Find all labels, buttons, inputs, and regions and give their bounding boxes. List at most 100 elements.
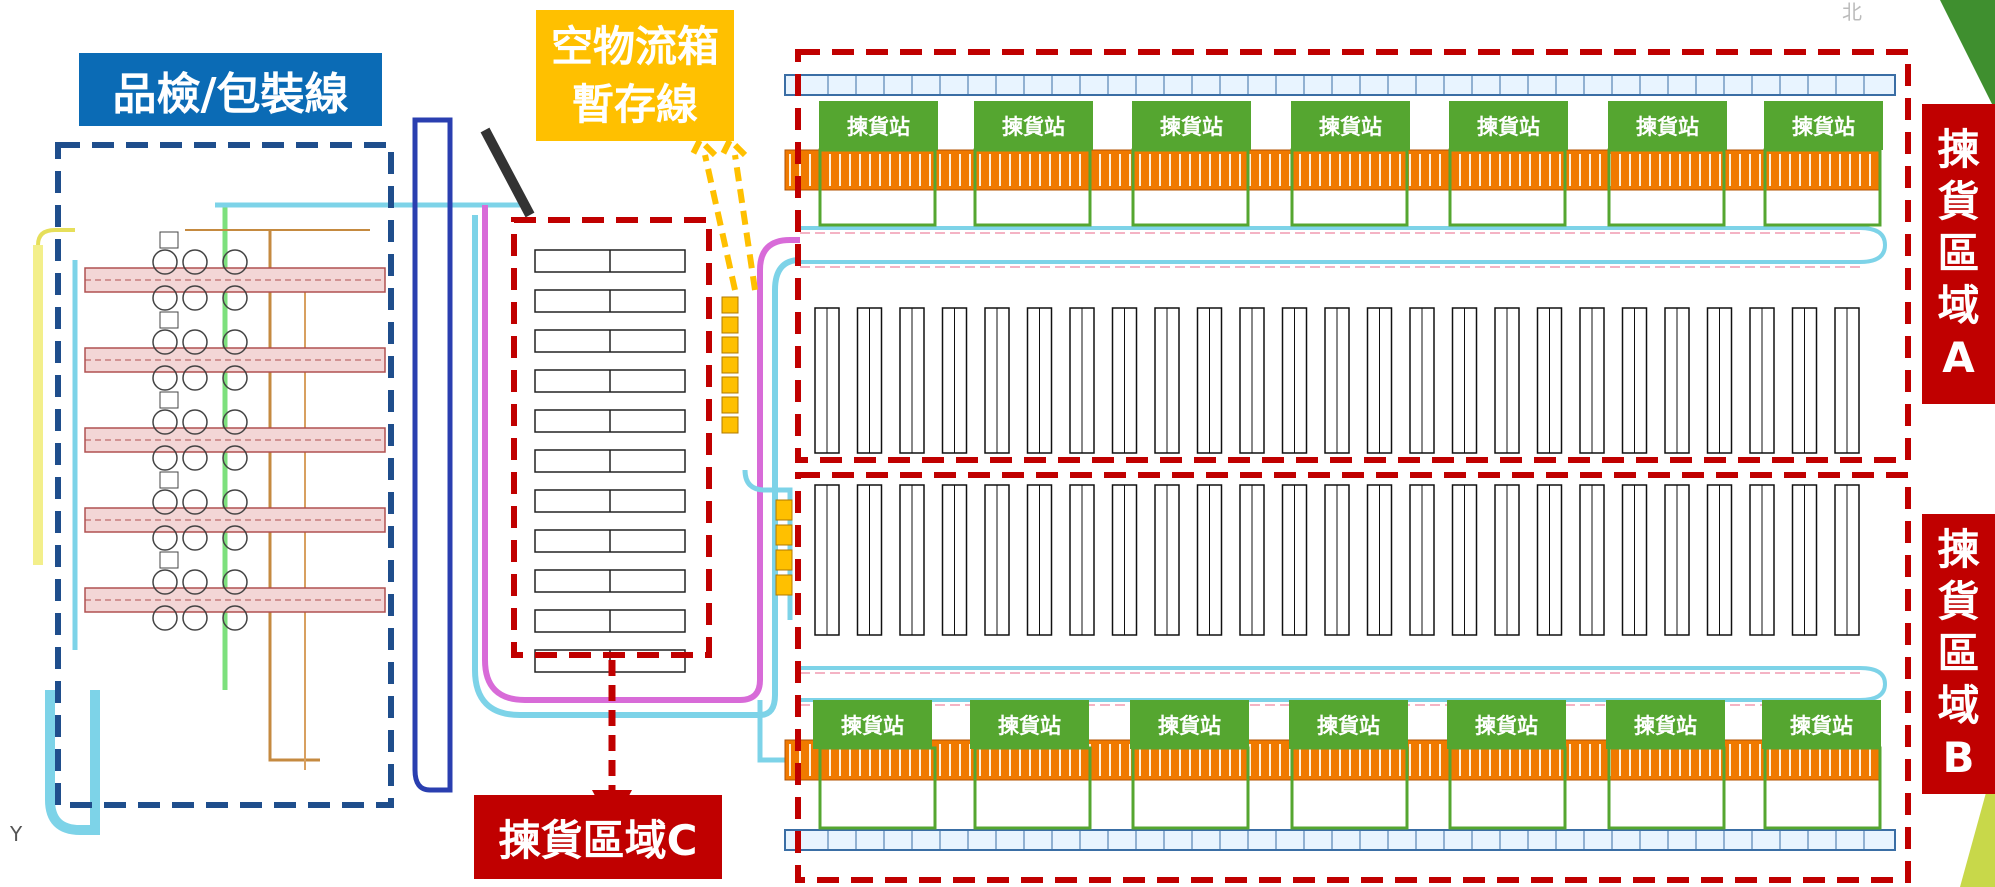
picking-station-label: 揀貨站 (819, 101, 938, 150)
buffer-label-line-1: 空物流箱 (550, 21, 719, 71)
zone-b-boundary (795, 472, 1911, 883)
buffer-label-line-2: 暫存線 (571, 79, 698, 129)
zone-a-char: 貨 (1937, 177, 1980, 226)
packing-workbench (159, 231, 179, 249)
packing-station-icon (152, 445, 178, 471)
buffer-slot (775, 549, 793, 571)
compass-north-label: 北 (1842, 0, 1862, 24)
axis-y-marker: Y (10, 822, 23, 846)
packing-station-icon (182, 569, 208, 595)
packing-station-icon (222, 445, 248, 471)
buffer-slot (721, 376, 739, 394)
picking-station-label: 揀貨站 (1764, 101, 1883, 150)
zone-a-char: 揀 (1937, 125, 1980, 174)
packing-station-icon (222, 365, 248, 391)
buffer-slot (721, 396, 739, 414)
picking-station-label: 揀貨站 (1130, 700, 1249, 749)
picking-station-outline (973, 148, 1092, 227)
buffer-slot (721, 316, 739, 334)
buffer-arrows (687, 134, 758, 291)
packing-station-icon (152, 569, 178, 595)
zone-a-boundary (795, 49, 1911, 463)
zone-c-label: 揀貨區域C (474, 795, 722, 879)
packing-station-icon (222, 605, 248, 631)
picking-station-label: 揀貨站 (974, 101, 1093, 150)
picking-station-label: 揀貨站 (1449, 101, 1568, 150)
picking-station-outline (1131, 148, 1250, 227)
zone-b-label: 揀 貨 區 域 B (1922, 514, 1995, 794)
zone-b-char: B (1942, 733, 1975, 782)
packing-station-icon (182, 525, 208, 551)
packing-station-icon (152, 249, 178, 275)
picking-station-outline (1607, 148, 1726, 227)
zone-a-char: A (1942, 333, 1975, 382)
packing-station-icon (222, 329, 248, 355)
packing-station-icon (152, 365, 178, 391)
packing-workbench (159, 471, 179, 489)
packing-station-icon (182, 365, 208, 391)
picking-station-label: 揀貨站 (813, 700, 932, 749)
packing-station-icon (152, 285, 178, 311)
zone-b-char: 域 (1937, 681, 1980, 730)
packing-station-icon (152, 605, 178, 631)
picking-station-outline (818, 148, 937, 227)
picking-station-label: 揀貨站 (1762, 700, 1881, 749)
buffer-slot (775, 524, 793, 546)
zone-c-boundary (511, 217, 712, 658)
packing-workstation-rows (84, 231, 386, 631)
packing-station-icon (152, 525, 178, 551)
buffer-slot (775, 574, 793, 596)
zone-b-char: 區 (1937, 629, 1980, 678)
picking-station-label: 揀貨站 (1291, 101, 1410, 150)
packing-station-icon (222, 249, 248, 275)
buffer-slot (721, 336, 739, 354)
packing-area-boundary (55, 142, 394, 808)
packing-workbench (159, 311, 179, 329)
picking-station-label: 揀貨站 (970, 700, 1089, 749)
aisle-loop (1859, 666, 1888, 702)
packing-line-label: 品檢/包裝線 (79, 53, 382, 126)
picking-station-label: 揀貨站 (1606, 700, 1725, 749)
packing-station-icon (182, 445, 208, 471)
empty-box-buffer-slots (721, 296, 793, 596)
aisle-loop (1859, 226, 1888, 264)
buffer-slot (721, 416, 739, 434)
zone-a-char: 域 (1937, 281, 1980, 330)
packing-workbench (159, 551, 179, 569)
picking-station-outline (1290, 148, 1409, 227)
decorative-corner-shape (1940, 0, 1995, 110)
packing-station-icon (222, 409, 248, 435)
picking-station-label: 揀貨站 (1289, 700, 1408, 749)
packing-station-icon (182, 605, 208, 631)
packing-station-icon (152, 489, 178, 515)
buffer-slot (721, 356, 739, 374)
orange-rack-band (784, 149, 1881, 191)
picking-station-label: 揀貨站 (1132, 101, 1251, 150)
packing-station-icon (222, 525, 248, 551)
zone-a-label: 揀 貨 區 域 A (1922, 104, 1995, 404)
picking-station-label: 揀貨站 (1447, 700, 1566, 749)
packing-station-icon (182, 285, 208, 311)
packing-workbench (159, 391, 179, 409)
packing-station-icon (222, 569, 248, 595)
packing-station-icon (182, 489, 208, 515)
vertical-belt-conveyor (412, 117, 535, 793)
packing-station-icon (152, 329, 178, 355)
bottom-conveyor-track (784, 829, 1896, 851)
buffer-slot (721, 296, 739, 314)
buffer-slot (775, 499, 793, 521)
picking-station-label: 揀貨站 (1608, 101, 1727, 150)
picking-station-outline (1763, 148, 1882, 227)
packing-station-icon (182, 249, 208, 275)
top-conveyor-track (784, 74, 1896, 96)
picking-station-outline (1448, 148, 1567, 227)
buffer-conveyor-loop (472, 205, 801, 763)
packing-station-icon (222, 489, 248, 515)
zone-c-storage-grid (534, 249, 686, 673)
packing-station-icon (152, 409, 178, 435)
empty-box-buffer-label: 空物流箱 暫存線 (536, 10, 734, 141)
zone-b-char: 貨 (1937, 577, 1980, 626)
packing-station-icon (182, 409, 208, 435)
zone-a-char: 區 (1937, 229, 1980, 278)
packing-station-icon (222, 285, 248, 311)
